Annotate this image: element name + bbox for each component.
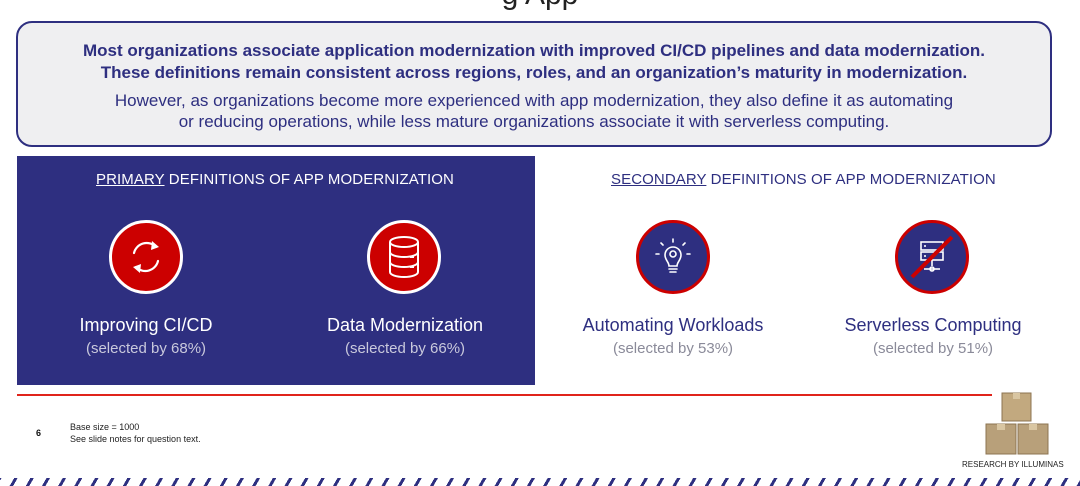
footnote-line-1: Base size = 1000 bbox=[70, 422, 140, 432]
footnote: Base size = 1000 See slide notes for que… bbox=[70, 421, 201, 445]
server-crossed-icon bbox=[895, 220, 969, 294]
bottom-stripe-border bbox=[0, 478, 1080, 486]
footnote-line-2: See slide notes for question text. bbox=[70, 434, 201, 444]
item-label-data-modernization: Data Modernization bbox=[326, 315, 484, 335]
database-icon bbox=[367, 220, 441, 294]
callout-normal-line-1: However, as organizations become more ex… bbox=[114, 91, 954, 110]
item-label-automating-workloads: Automating Workloads bbox=[582, 315, 764, 335]
callout-normal-text: However, as organizations become more ex… bbox=[18, 90, 1050, 132]
primary-definitions-panel bbox=[17, 156, 535, 385]
primary-heading-underlined: PRIMARY bbox=[96, 171, 165, 188]
secondary-heading-rest: DEFINITIONS OF APP MODERNIZATION bbox=[706, 171, 996, 188]
footer-divider bbox=[17, 394, 992, 396]
item-label-improving-cicd: Improving CI/CD bbox=[79, 315, 213, 335]
database-svg bbox=[389, 236, 419, 278]
item-sub-automating-workloads: (selected by 53%) bbox=[612, 340, 734, 357]
summary-callout: Most organizations associate application… bbox=[16, 21, 1052, 147]
logo-text: RESEARCH BY ILLUMINAS bbox=[962, 460, 1064, 469]
lightbulb-gear-svg bbox=[655, 238, 691, 273]
callout-bold-line-1: Most organizations associate application… bbox=[82, 41, 986, 60]
page-number: 6 bbox=[36, 428, 42, 438]
callout-bold-line-2: These definitions remain consistent acro… bbox=[100, 63, 968, 82]
callout-bold-text: Most organizations associate application… bbox=[18, 40, 1050, 84]
server-crossed-svg bbox=[910, 235, 954, 279]
slide-title: g App bbox=[0, 0, 1080, 12]
secondary-heading-underlined: SECONDARY bbox=[611, 171, 707, 188]
boxes-logo-svg bbox=[985, 392, 1049, 455]
item-sub-data-modernization: (selected by 66%) bbox=[344, 340, 466, 357]
item-sub-serverless-computing: (selected by 51%) bbox=[872, 340, 994, 357]
slide-title-text: g App bbox=[502, 0, 579, 11]
primary-heading-rest: DEFINITIONS OF APP MODERNIZATION bbox=[164, 171, 454, 188]
lightbulb-gear-icon bbox=[636, 220, 710, 294]
secondary-heading: SECONDARY DEFINITIONS OF APP MODERNIZATI… bbox=[611, 171, 996, 188]
callout-normal-line-2: or reducing operations, while less matur… bbox=[178, 112, 890, 131]
refresh-cycle-icon bbox=[109, 220, 183, 294]
primary-heading: PRIMARY DEFINITIONS OF APP MODERNIZATION bbox=[96, 171, 454, 188]
item-sub-improving-cicd: (selected by 68%) bbox=[85, 340, 207, 357]
item-label-serverless-computing: Serverless Computing bbox=[844, 315, 1022, 335]
boxes-logo-icon bbox=[983, 391, 1051, 457]
refresh-cycle-svg bbox=[132, 241, 160, 273]
